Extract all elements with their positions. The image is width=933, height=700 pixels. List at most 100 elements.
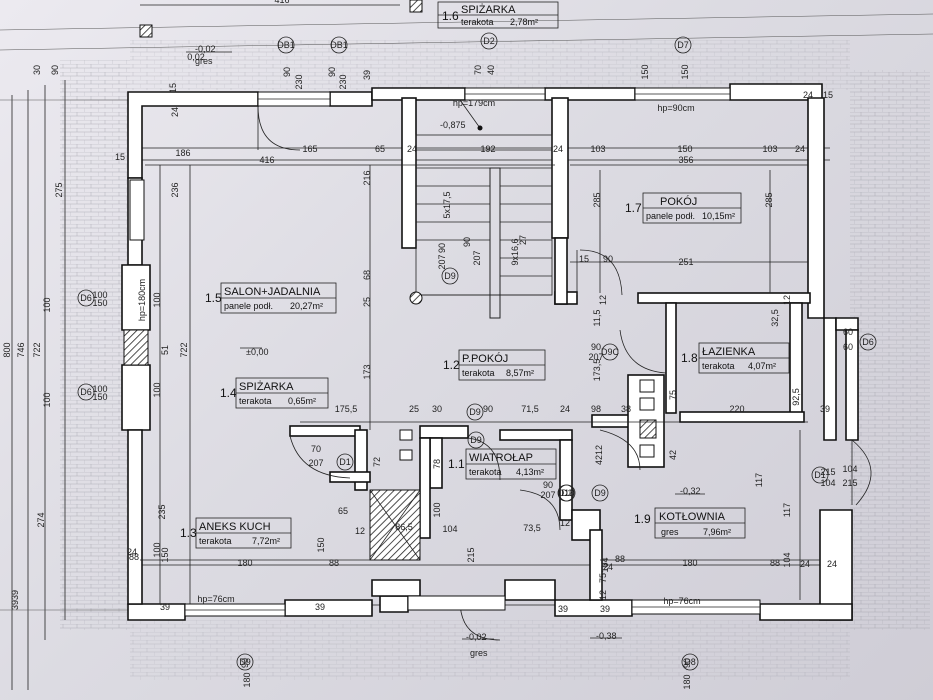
- dim-label-top-row: 103: [590, 144, 605, 154]
- dim-label-lower: 86,5: [395, 522, 413, 532]
- room-area-spizarka14: 0,65m²: [288, 396, 316, 406]
- dim-label-lower: 90: [543, 480, 553, 490]
- marker-circle: [859, 333, 877, 351]
- dim-label-bottom-row: 75: [598, 573, 608, 583]
- dim-label-lower: 117: [754, 473, 764, 487]
- dim-label-upper-misc: 0,02: [187, 52, 205, 62]
- dim-label-mid-row: 30: [432, 404, 442, 414]
- marker-circle: [601, 343, 619, 361]
- marker-label: DB1: [277, 40, 295, 50]
- dim-label-upper-misc: 90: [282, 67, 292, 77]
- dim-label-lower: 72: [372, 457, 382, 467]
- dim-label-bottom-misc: 39: [160, 602, 170, 612]
- dim-label-upper-misc: 70: [473, 65, 483, 75]
- dim-label-upper-misc: 90: [327, 67, 337, 77]
- dim-label-mid-misc: 207: [588, 352, 603, 362]
- level-texts: -0,02 gres ±0,00 -0,875 -0,32 -0,02 gres…: [195, 44, 701, 658]
- dim-label-stair: 27: [518, 235, 528, 245]
- dim-label-mid-row: 38: [621, 404, 631, 414]
- inner-dimension-lines: [140, 164, 820, 604]
- room-area-wiatrolap: 4,13m²: [516, 467, 544, 477]
- dim-label-bottom-misc: 39: [558, 604, 568, 614]
- marker-label: D9: [444, 271, 456, 281]
- dim-label-left-chain: 90: [50, 65, 60, 75]
- dim-label-left-chain: 274: [36, 512, 46, 527]
- brick-zone-left: [60, 60, 130, 630]
- level-top-002: -0,02: [195, 44, 216, 54]
- dim-label-mid-row: 175,5: [335, 404, 358, 414]
- dim-label-upper-misc: 15: [168, 83, 178, 93]
- dim-label-bottom-row: 24: [800, 559, 810, 569]
- room-finish-aneks: terakota: [199, 536, 232, 546]
- room-finish-spizarka14: terakota: [239, 396, 272, 406]
- dim-label-left-chain: 30: [32, 65, 42, 75]
- marker-circle: [77, 289, 95, 307]
- dim-label-lower: 117: [782, 503, 792, 517]
- top-dimension-lines: [0, 4, 933, 161]
- dim-label-bottom-row: 24: [827, 559, 837, 569]
- marker-label: DB1: [330, 40, 348, 50]
- dim-label-mid-misc: 150: [92, 298, 107, 308]
- dim-label-mid-row: 220: [729, 404, 744, 414]
- dim-label-bottom-row: 150: [160, 547, 170, 562]
- dim-label-inner: 32,5: [770, 309, 780, 327]
- marker-circle: [591, 484, 609, 502]
- marker-label: D6: [80, 293, 92, 303]
- dim-label-bottom-misc: 60: [843, 342, 853, 352]
- dim-label-top-row: 192: [480, 144, 495, 154]
- dim-label-mid-misc: 150: [92, 392, 107, 402]
- room-num-pokoj: 1.7: [625, 201, 642, 215]
- dim-label-mid-misc: 207: [308, 458, 323, 468]
- dim-label-mid-misc: 100: [152, 382, 162, 397]
- dim-label-mid-row: 25: [409, 404, 419, 414]
- dim-label-bottom-row: 88: [329, 558, 339, 568]
- marker-label: D8: [684, 657, 696, 667]
- dim-label-mid-row: 92,5: [791, 388, 801, 406]
- room-name-wiatrolap: WIATROŁAP: [469, 452, 533, 464]
- marker-circle: [330, 36, 348, 54]
- dim-label-bottom-row: 235: [157, 504, 167, 519]
- room-name-ppokoj: P.POKÓJ: [462, 352, 508, 365]
- level-zero: ±0,00: [246, 347, 268, 357]
- dim-label-mid-misc: 100: [92, 290, 107, 300]
- room-num-spizarka14: 1.4: [220, 386, 237, 400]
- room-num-kotlownia: 1.9: [634, 512, 651, 526]
- level-markers: [186, 51, 705, 640]
- room-finish-wiatrolap: terakota: [469, 467, 502, 477]
- marker-circle: [277, 36, 295, 54]
- dim-label-mid-misc: 51: [160, 345, 170, 355]
- dim-label-left-chain: 275: [54, 182, 64, 197]
- marker-label: D6: [862, 337, 874, 347]
- dim-label-bottom-row: 88: [615, 554, 625, 564]
- dim-label-lower: 12: [560, 518, 570, 528]
- room-finish-ppokoj: terakota: [462, 368, 495, 378]
- dim-label-lower: 104: [782, 552, 792, 567]
- dim-label-window-labels: hp=179cm: [453, 98, 495, 108]
- staircase: [409, 99, 553, 319]
- dim-label-mid-misc: 90: [591, 342, 601, 352]
- dim-label-bottom-misc: 39: [315, 602, 325, 612]
- dim-label-lower: 100: [432, 502, 442, 517]
- level-038: -0,38: [596, 631, 617, 641]
- dim-label-inner: 90: [603, 254, 613, 264]
- room-name-kotlownia: KOTŁOWNIA: [659, 511, 726, 523]
- marker-label: D9C: [601, 347, 620, 357]
- dim-label-bottom-row: 150: [316, 537, 326, 552]
- marker-circle: [441, 267, 459, 285]
- dim-label-inner: 236: [170, 182, 180, 197]
- marker-label: D7: [677, 40, 689, 50]
- dim-label-bottom-misc: 90: [682, 658, 692, 668]
- room-finish-kotlownia: gres: [661, 527, 679, 537]
- dim-label-mid-row: 39: [820, 404, 830, 414]
- brick-zone-top: [130, 40, 850, 90]
- dim-label-mid-misc: 4212: [594, 445, 604, 465]
- dim-label-inner: 173: [362, 364, 372, 379]
- dim-label-lower: 104: [820, 478, 835, 488]
- room-finish-spizarka16: terakota: [461, 17, 494, 27]
- room-finish-lazienka: terakota: [702, 361, 735, 371]
- dim-label-inner: 11,5: [592, 310, 602, 327]
